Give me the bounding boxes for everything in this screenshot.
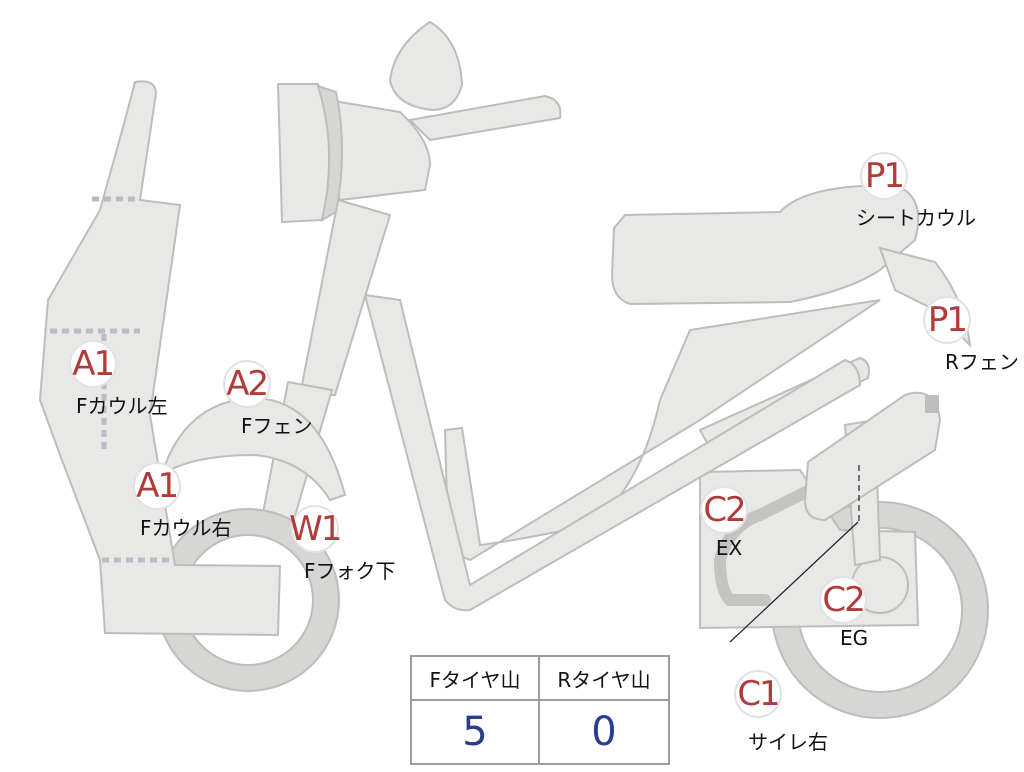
part-label-front-cowl-left: Fカウル左 [76, 394, 168, 418]
mirror [388, 20, 464, 112]
rear-tire-header: Rタイヤ山 [540, 657, 668, 701]
silencer [803, 391, 942, 522]
marker-p1-rear-fender: P1 Rフェン [875, 296, 1019, 375]
marker-a2-front-fender: A2 Fフェン [181, 360, 313, 439]
part-label-front-fender: Fフェン [241, 414, 313, 438]
seat [610, 184, 920, 306]
front-cowl [38, 80, 282, 637]
leader-line-silencer [729, 521, 859, 643]
rear-tire-value: 0 [591, 709, 617, 755]
damage-code-a2: A2 [222, 360, 271, 408]
marker-c1-silencer-right: C1 サイレ右 [688, 670, 828, 755]
part-label-silencer-right: サイレ右 [748, 730, 828, 754]
marker-p1-seat-cowl: P1 シートカウル [792, 152, 976, 231]
exhaust-pipe [713, 474, 836, 606]
damage-code-w1: W1 [289, 505, 342, 553]
marker-a1-left: A1 Fカウル左 [18, 340, 168, 419]
damage-code-a1: A1 [132, 462, 181, 510]
damage-code-p1: P1 [922, 296, 971, 344]
front-fender [163, 396, 347, 502]
damage-code-c2: C2 [700, 486, 748, 534]
handlebar [407, 94, 562, 142]
part-label-exhaust: EX [715, 536, 743, 560]
front-tire-header: Fタイヤ山 [412, 657, 540, 701]
damage-code-c2: C2 [819, 576, 868, 624]
underframe [363, 293, 862, 612]
marker-a1-right: A1 Fカウル右 [82, 462, 232, 541]
damage-code-c1: C1 [734, 670, 782, 718]
part-label-front-cowl-right: Fカウル右 [140, 516, 232, 540]
part-label-seat-cowl: シートカウル [856, 206, 976, 230]
marker-w1-front-fork: W1 Fフォク下 [234, 505, 396, 584]
damage-code-a1: A1 [68, 340, 117, 388]
damage-code-p1: P1 [860, 152, 908, 200]
part-label-engine: EG [840, 626, 869, 650]
silencer-tip [925, 395, 939, 413]
marker-c2-engine: C2 EG [818, 576, 868, 650]
steering-stem [298, 198, 392, 396]
part-label-rear-fender: Rフェン [945, 350, 1019, 374]
tire-tread-table: Fタイヤ山 Rタイヤ山 5 0 [410, 655, 670, 765]
headlight-lens [316, 84, 343, 222]
part-label-front-fork-lower: Fフォク下 [304, 559, 396, 583]
front-tire-value: 5 [412, 701, 540, 763]
marker-c2-exhaust: C2 EX [700, 486, 748, 560]
